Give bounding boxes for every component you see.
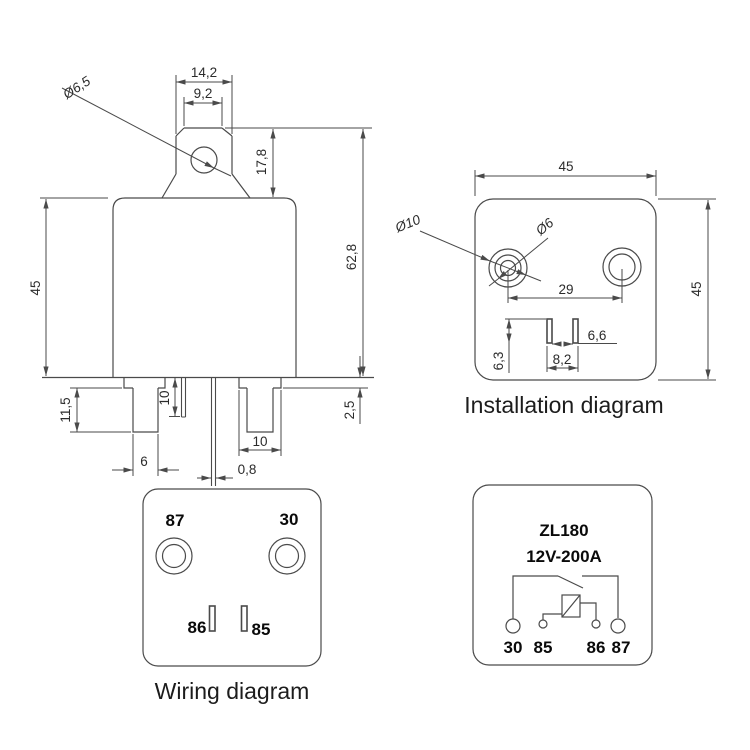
schematic-label-87: 87 (612, 638, 631, 657)
dim-slot-depth: 6,3 (491, 352, 506, 371)
installation-caption: Installation diagram (464, 392, 663, 418)
schematic-terminal-87 (610, 618, 626, 634)
relay-side-view: 14,2 9,2 Ø6,5 17,8 62,8 45 11,5 6 10 (28, 65, 374, 486)
dim-small-hole-dia: Ø6 (532, 215, 557, 239)
dim-pin-thickness: 0,8 (238, 462, 257, 477)
dim-slot-pitch: 8,2 (553, 352, 572, 367)
wiring-diagram: 87 30 86 85 Wiring diagram (142, 488, 322, 704)
dim-right-terminal-width: 10 (252, 434, 267, 449)
schematic-coil (561, 594, 581, 618)
wiring-terminal-87-label: 87 (166, 511, 185, 530)
dim-overall-height: 62,8 (344, 244, 359, 270)
left-terminal-blade (132, 388, 159, 433)
dim-left-blade-length: 11,5 (58, 397, 73, 422)
mounting-tab-outline (161, 127, 251, 199)
mounting-hole (190, 146, 218, 174)
schematic-model: ZL180 (539, 521, 588, 540)
dim-body-height: 45 (28, 280, 43, 295)
schematic-label-85: 85 (534, 638, 553, 657)
dim-tab-top-width: 9,2 (194, 86, 213, 101)
dim-tab-height: 17,8 (254, 149, 269, 175)
dim-plate-height: 45 (689, 281, 704, 296)
relay-schematic: ZL180 12V-200A 30 85 86 87 (472, 484, 653, 666)
wiring-pin-85 (240, 605, 248, 632)
dim-tab-hole-dia: Ø6,5 (60, 73, 94, 102)
plate-slot-left (546, 318, 553, 344)
dim-pin-length: 10 (157, 390, 172, 405)
schematic-box-outline (472, 484, 653, 666)
schematic-terminal-86 (591, 619, 601, 629)
dim-left-blade-width: 6 (140, 454, 148, 469)
plate-slot-right (572, 318, 579, 344)
wiring-terminal-85-label: 85 (252, 620, 271, 639)
dim-tab-outer-width: 14,2 (191, 65, 217, 80)
schematic-rating: 12V-200A (526, 547, 602, 566)
schematic-contact-lines (512, 575, 619, 619)
wiring-pin-86 (208, 605, 216, 632)
dim-plate-width: 45 (558, 159, 573, 174)
schematic-terminal-85 (538, 619, 548, 629)
dim-hole-spacing: 29 (558, 282, 573, 297)
wiring-terminal-86-label: 86 (188, 618, 207, 637)
center-pin (210, 377, 217, 486)
dim-flange-height: 2,5 (342, 401, 357, 420)
wiring-base-outline (142, 488, 322, 667)
dim-slot-gap: 6,6 (588, 328, 607, 343)
schematic-terminal-30 (505, 618, 521, 634)
right-terminal-flange (238, 377, 282, 389)
dim-big-hole-dia: Ø10 (392, 212, 423, 236)
coil-pin-left (180, 377, 187, 418)
wiring-terminal-30-label: 30 (280, 510, 299, 529)
installation-diagram: 45 45 Ø10 Ø6 29 6,3 6,6 8,2 (392, 159, 716, 418)
schematic-coil-leads (542, 602, 597, 620)
mounting-plate-outline (474, 198, 657, 381)
wiring-stud-87 (155, 537, 193, 575)
schematic-label-86: 86 (587, 638, 606, 657)
right-terminal-blade (246, 388, 274, 433)
wiring-stud-30 (268, 537, 306, 575)
wiring-caption: Wiring diagram (155, 678, 310, 704)
relay-body-outline (112, 197, 297, 377)
left-terminal-flange (123, 377, 166, 389)
schematic-label-30: 30 (504, 638, 523, 657)
